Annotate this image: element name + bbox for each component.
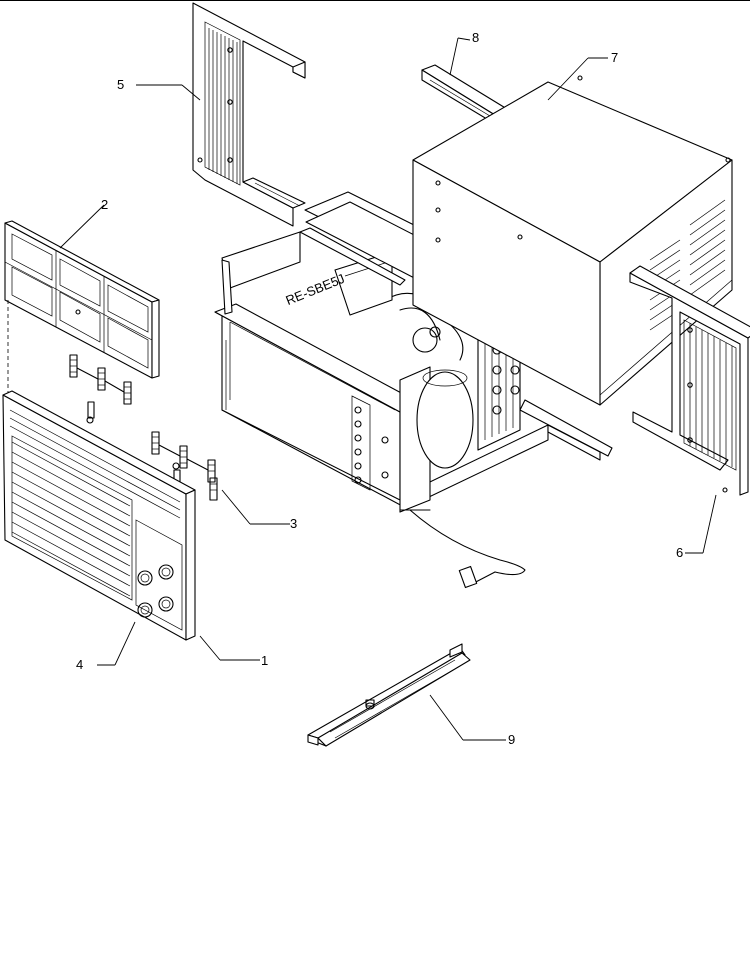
part-2-filter xyxy=(4,220,160,379)
callout-3: 3 xyxy=(290,516,297,531)
callout-6: 6 xyxy=(676,545,683,560)
callout-9: 9 xyxy=(508,732,515,747)
part-6-right-curtain xyxy=(629,265,750,496)
callout-2: 2 xyxy=(101,197,108,212)
part-7-cabinet xyxy=(412,75,733,406)
callout-8: 8 xyxy=(472,30,479,45)
callout-1: 1 xyxy=(261,653,268,668)
callouts: 2 5 8 7 3 1 4 6 9 xyxy=(76,30,683,747)
callout-4: 4 xyxy=(76,657,83,672)
callout-7: 7 xyxy=(611,50,618,65)
leader-lines xyxy=(59,37,717,741)
part-1-front-grille xyxy=(2,390,196,641)
part-5-left-curtain xyxy=(192,2,306,227)
part-3-filter-clips xyxy=(69,354,218,501)
part-9-bottom-bracket xyxy=(307,643,471,747)
callout-5: 5 xyxy=(117,77,124,92)
